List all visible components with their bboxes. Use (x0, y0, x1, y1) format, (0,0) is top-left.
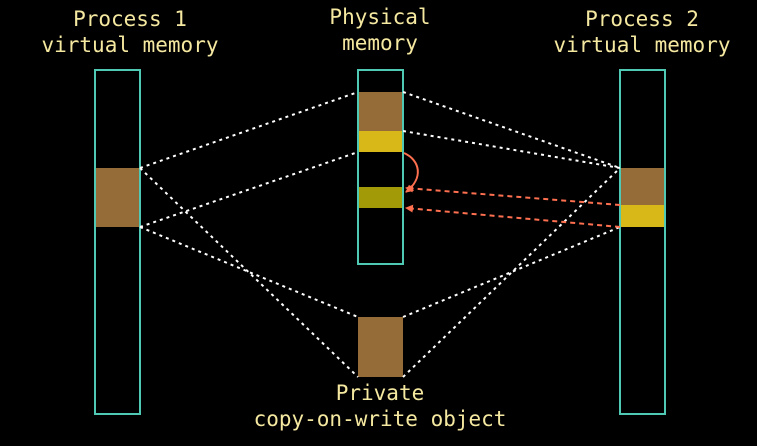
cow-object-line2: copy-on-write object (253, 407, 507, 431)
mapping-line (402, 130, 621, 169)
process1-shared-region (96, 168, 139, 227)
cow-object-caption: Private copy-on-write object (230, 380, 530, 432)
process2-memory-column (619, 69, 666, 415)
copy-arrow (403, 152, 419, 193)
process2-title: Process 2 virtual memory (530, 6, 754, 58)
remap-arrow (405, 184, 621, 206)
process2-title-line2: virtual memory (553, 33, 731, 57)
process1-memory-column (94, 69, 141, 415)
physical-shared-page (359, 92, 402, 131)
process2-title-line1: Process 2 (585, 7, 699, 31)
mapping-line (402, 226, 621, 318)
cow-object-line1: Private (335, 381, 425, 405)
physical-memory-title: Physical memory (300, 4, 460, 56)
mapping-line (402, 91, 621, 169)
physical-title-line1: Physical (329, 5, 431, 29)
remap-arrow (405, 204, 621, 228)
physical-memory-column (357, 69, 404, 265)
mapping-line (139, 167, 359, 378)
process1-title-line2: virtual memory (41, 33, 219, 57)
physical-new-private-copy (359, 187, 402, 208)
cow-object-block (358, 317, 403, 377)
process1-title: Process 1 virtual memory (18, 6, 242, 58)
mapping-line (402, 167, 621, 378)
process1-title-line1: Process 1 (73, 7, 187, 31)
process2-written-page (621, 205, 664, 227)
mapping-line (139, 151, 359, 228)
mapping-line (139, 226, 359, 318)
process2-shared-region (621, 168, 664, 205)
physical-written-page (359, 131, 402, 152)
physical-title-line2: memory (342, 31, 418, 55)
mapping-line (139, 91, 359, 169)
